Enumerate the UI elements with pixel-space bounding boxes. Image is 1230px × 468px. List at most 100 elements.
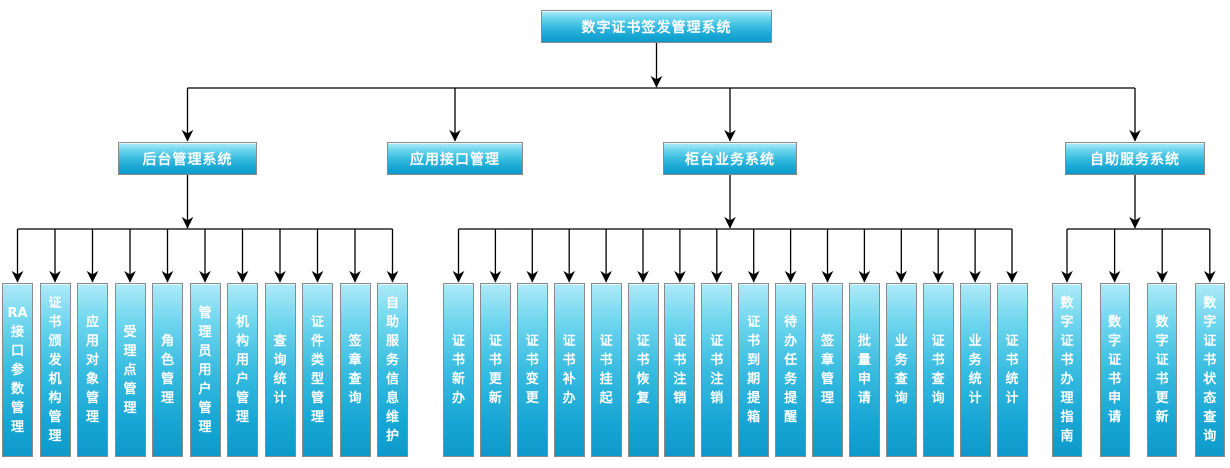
leaf-node-char: 查 [273, 334, 287, 349]
leaf-node-char: 理 [85, 410, 99, 425]
leaf-node-char: 办 [451, 391, 465, 406]
leaf-node: 证书统计 [996, 283, 1028, 457]
leaf-node-char: 书 [1203, 353, 1217, 368]
leaf-node-char: 证 [488, 334, 502, 349]
leaf-node-char: 请 [857, 391, 871, 406]
leaf-node: 签章管理 [812, 283, 843, 457]
leaf-node: 证书新办 [443, 283, 474, 457]
leaf-node: 角色管理 [152, 283, 183, 457]
leaf-node-char: 挂 [599, 372, 613, 387]
leaf-node-char: 书 [710, 353, 724, 368]
leaf-node-char: 证 [747, 315, 761, 330]
leaf-node-char: 信 [385, 372, 399, 387]
leaf-node-char: 接 [10, 324, 24, 340]
leaf-node-char: 管 [198, 400, 212, 416]
leaf-node-char: 醒 [784, 410, 798, 425]
leaf-node-char: 书 [636, 353, 650, 368]
leaf-node: 证书注销 [664, 283, 696, 457]
leaf-node-char: 申 [857, 372, 871, 387]
leaf-node-char: 角 [160, 334, 174, 349]
leaf-node-char: 参 [10, 362, 24, 378]
leaf-node-char: 书 [1060, 353, 1074, 368]
leaf-node-char: 管 [160, 372, 174, 387]
group-node-label: 柜台业务系统 [685, 151, 775, 168]
leaf-node-char: 指 [1060, 410, 1074, 425]
leaf-node-char: 务 [784, 372, 798, 387]
leaf-node-char: 构 [235, 334, 249, 349]
leaf-node: 自助服务信息维护 [377, 283, 408, 457]
leaf-node-char: 管 [820, 372, 834, 387]
leaf-node-char: 书 [1155, 372, 1169, 387]
leaf-node-char: 色 [160, 353, 174, 368]
leaf-node-char: 态 [1203, 391, 1217, 406]
leaf-node-char: 书 [48, 315, 62, 330]
leaf-node-char: 证 [525, 334, 539, 349]
leaf-node-char: 章 [348, 353, 362, 368]
leaf-node-char: 助 [385, 315, 399, 330]
root-node-label: 数字证书签发管理系统 [581, 19, 732, 36]
group-node-label: 应用接口管理 [410, 151, 500, 168]
leaf-node: 证书补办 [553, 283, 585, 457]
leaf-node-char: 待 [784, 315, 798, 330]
leaf-node-char: 恢 [636, 372, 650, 387]
leaf-node: 证件类型管理 [302, 283, 333, 457]
leaf-node-char: 户 [198, 381, 212, 397]
leaf-node: 管理员用户管理 [189, 283, 221, 457]
leaf-node: 查询统计 [264, 283, 296, 457]
leaf-node-char: 理 [48, 429, 62, 444]
leaf-node-char: 期 [747, 372, 761, 387]
leaf-node: 证书更新 [479, 283, 511, 457]
leaf-node-char: 书 [562, 353, 576, 368]
leaf-node-char: 应 [85, 315, 99, 330]
leaf-node-char: 数 [10, 381, 24, 397]
leaf-node: 证书到期提箱 [738, 283, 770, 457]
leaf-node-char: 更 [1155, 391, 1169, 406]
leaf-node-char: 证 [1203, 334, 1217, 349]
leaf-node-char: 证 [1005, 334, 1019, 349]
leaf-node: 数字证书更新 [1147, 283, 1178, 457]
leaf-node-char: 业 [968, 334, 982, 349]
leaf-node-char: 业 [894, 334, 908, 349]
group-node-self-service: 自助服务系统 [1065, 142, 1205, 175]
leaf-node: 待办任务提醒 [775, 283, 807, 457]
leaf-node-char: 注 [673, 372, 687, 387]
leaf-node-char: 新 [451, 372, 465, 387]
leaf-node-char: 务 [968, 353, 982, 368]
leaf-node-char: 类 [310, 353, 324, 368]
leaf-node: 证书查询 [922, 283, 954, 457]
leaf-node-char: 颁 [48, 334, 62, 349]
leaf-node-char: 统 [273, 372, 287, 387]
leaf-node-char: 机 [48, 372, 62, 387]
leaf-node-char: 用 [235, 353, 249, 368]
leaf-node-char: 补 [562, 372, 576, 387]
leaf-node-char: 计 [273, 391, 287, 406]
root-node: 数字证书签发管理系统 [541, 10, 772, 43]
leaf-node-char: 起 [599, 391, 613, 406]
leaf-node-char: 口 [10, 343, 24, 359]
leaf-node: 签章查询 [339, 283, 371, 457]
leaf-node-char: 字 [1108, 334, 1122, 349]
leaf-node-char: 管 [198, 305, 212, 321]
leaf-node-char: 构 [48, 391, 62, 406]
leaf-node-char: 章 [820, 353, 834, 368]
leaf-node-char: 务 [894, 353, 908, 368]
leaf-node: 证书恢复 [627, 283, 659, 457]
leaf-node-char: 发 [48, 353, 62, 368]
leaf-node-char: 证 [1060, 334, 1074, 349]
leaf-node-char: 证 [451, 334, 465, 349]
leaf-node-char: 查 [894, 372, 908, 387]
leaf-node-char: 办 [1060, 372, 1074, 387]
leaf-node-char: 理 [10, 419, 24, 435]
leaf-node-char: 理 [160, 391, 174, 406]
leaf-node-char: 书 [1108, 372, 1122, 387]
leaf-node-char: 息 [385, 391, 399, 406]
leaf-node-char: 查 [1203, 410, 1217, 425]
leaf-node-char: 点 [123, 362, 137, 378]
leaf-node-char: 理 [198, 419, 212, 435]
leaf-node-char: 询 [273, 353, 287, 368]
leaf-node-char: 证 [48, 296, 62, 311]
leaf-node-char: 理 [310, 410, 324, 425]
group-node-label: 后台管理系统 [142, 151, 233, 168]
